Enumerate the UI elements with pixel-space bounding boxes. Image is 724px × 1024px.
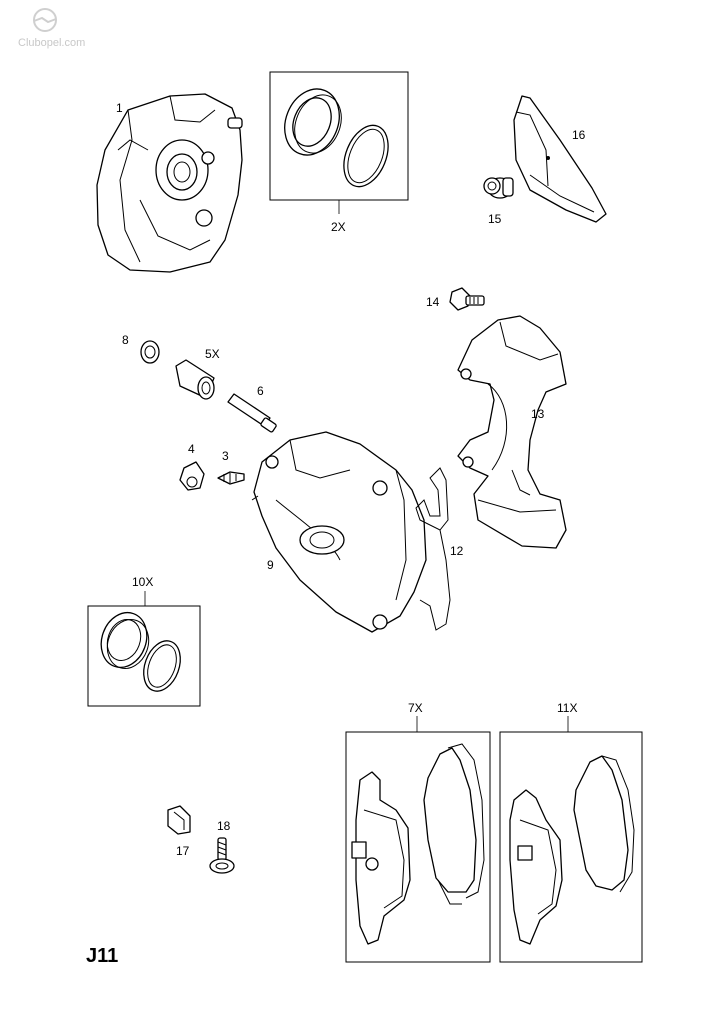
callout-17: 17 (176, 844, 190, 858)
callout-2x: 2X (331, 220, 346, 234)
part-6-guide-pin (227, 393, 277, 433)
watermark: Clubopel.com (18, 8, 85, 49)
callout-10x: 10X (132, 575, 153, 589)
box-7x-brake-pads (345, 716, 491, 963)
watermark-text: Clubopel.com (18, 37, 85, 49)
callout-16: 16 (572, 128, 586, 142)
callout-6: 6 (257, 384, 264, 398)
callout-4: 4 (188, 442, 195, 456)
part-9-caliper-body (251, 431, 427, 633)
callout-5x: 5X (205, 347, 220, 361)
callout-12: 12 (450, 544, 464, 558)
part-12-spring-clip (415, 467, 451, 631)
part-18-screw (209, 837, 235, 874)
callout-18: 18 (217, 819, 231, 833)
part-16-shield-plate (513, 95, 607, 223)
part-14-bolt (449, 287, 485, 311)
callout-14: 14 (426, 295, 440, 309)
page-code: J11 (86, 945, 118, 967)
part-15-bleed-screw (483, 177, 514, 199)
box-11x-brake-pads (499, 716, 643, 963)
part-17-clip (167, 805, 191, 835)
callout-3: 3 (222, 449, 229, 463)
part-13-carrier-bracket (457, 315, 567, 549)
callout-7x: 7X (408, 701, 423, 715)
box-10x-seal-kit (87, 591, 201, 707)
part-5x-guide-bushing (175, 359, 215, 400)
part-1-caliper-housing (96, 93, 243, 273)
part-3-bleed-screw (217, 471, 245, 485)
part-4-cap (179, 461, 205, 491)
callout-15: 15 (488, 212, 502, 226)
callout-8: 8 (122, 333, 129, 347)
part-8-dust-cap (140, 340, 160, 364)
callout-9: 9 (267, 558, 274, 572)
callout-1: 1 (116, 101, 123, 115)
box-2x-seal-kit (269, 71, 409, 214)
callout-11x: 11X (557, 701, 577, 715)
callout-13: 13 (531, 407, 545, 421)
